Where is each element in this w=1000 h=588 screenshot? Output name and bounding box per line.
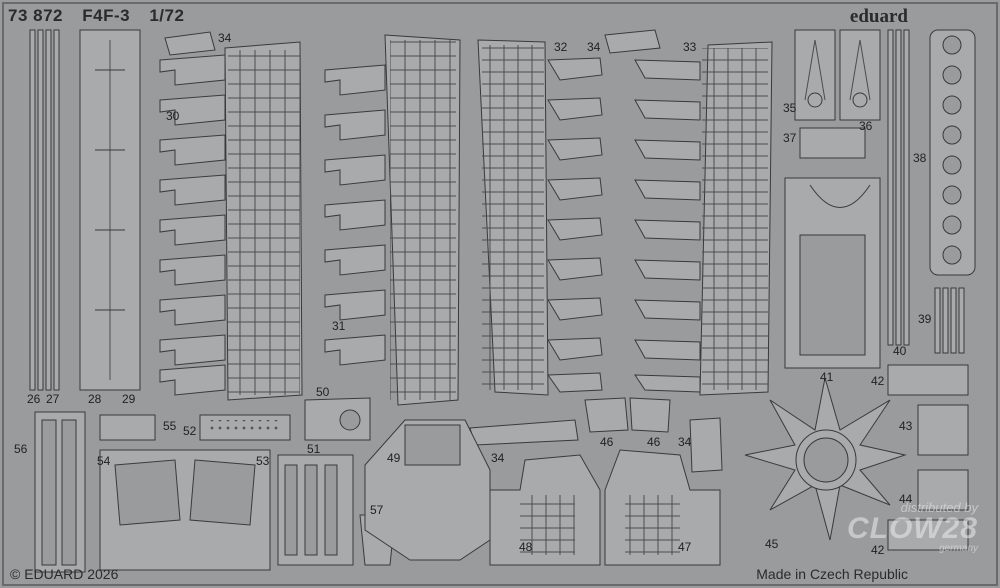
part-number: 45 xyxy=(765,537,779,551)
part-49 xyxy=(364,419,491,561)
part-number: 51 xyxy=(307,442,321,456)
part-number: 53 xyxy=(256,454,270,468)
copyright-text: © EDUARD 2026 xyxy=(10,566,119,582)
distributor-watermark: distributed by CLOW28 germany xyxy=(828,501,978,554)
part-number: 34 xyxy=(218,31,232,45)
part-number: 34 xyxy=(587,40,601,54)
part-number: 36 xyxy=(859,119,873,133)
part-number: 37 xyxy=(783,131,797,145)
part-number: 46 xyxy=(600,435,614,449)
part-32-wing-panel xyxy=(477,39,603,396)
part-48 xyxy=(489,454,601,566)
part-number: 30 xyxy=(166,109,180,123)
part-number: 50 xyxy=(316,385,330,399)
part-50 xyxy=(304,397,371,441)
part-number: 47 xyxy=(678,540,692,554)
part-number: 28 xyxy=(88,392,102,406)
part-number: 52 xyxy=(183,424,197,438)
part-number: 38 xyxy=(913,151,927,165)
part-number: 34 xyxy=(491,451,505,465)
part-55 xyxy=(99,414,156,441)
model-name: F4F-3 xyxy=(82,6,131,25)
origin-text: Made in Czech Republic xyxy=(756,566,908,582)
part-number: 57 xyxy=(370,503,384,517)
part-41-frame xyxy=(784,177,881,369)
part-33-wing-panel xyxy=(634,41,773,396)
part-number: 46 xyxy=(647,435,661,449)
part-number: 34 xyxy=(678,435,692,449)
part-39-strips xyxy=(934,287,965,354)
part-26-27-strips xyxy=(29,29,60,391)
part-number: 27 xyxy=(46,392,60,406)
part-number: 49 xyxy=(387,451,401,465)
part-35-36-belts xyxy=(794,29,881,121)
part-number: 32 xyxy=(554,40,568,54)
part-number: 35 xyxy=(783,101,797,115)
part-number: 33 xyxy=(683,40,697,54)
part-28-29-strips xyxy=(79,29,141,391)
part-number: 44 xyxy=(899,492,913,506)
part-number: 56 xyxy=(14,442,28,456)
part-38-rings xyxy=(929,29,976,276)
set-number: 73 872 xyxy=(8,6,63,25)
part-number: 31 xyxy=(332,319,346,333)
part-number: 55 xyxy=(163,419,177,433)
part-number: 26 xyxy=(27,392,41,406)
part-number: 42 xyxy=(871,374,885,388)
brand-logo: eduard xyxy=(849,6,908,27)
part-number: 40 xyxy=(893,344,907,358)
scale-label: 1/72 xyxy=(149,6,185,25)
part-30-flap xyxy=(159,41,303,401)
part-46 xyxy=(584,397,671,433)
watermark-line3: germany xyxy=(939,543,978,554)
part-37 xyxy=(799,127,866,159)
part-40-strips xyxy=(887,29,910,346)
part-47 xyxy=(604,449,721,566)
part-51 xyxy=(277,454,354,566)
part-34-small-parts xyxy=(164,29,723,473)
part-56 xyxy=(34,411,86,573)
part-number: 29 xyxy=(122,392,136,406)
part-number: 54 xyxy=(97,454,111,468)
part-number: 43 xyxy=(899,419,913,433)
watermark-line1: distributed by xyxy=(900,500,978,515)
part-number: 48 xyxy=(519,540,533,554)
part-31-flap xyxy=(324,34,461,406)
part-number: 42 xyxy=(871,543,885,557)
part-52 xyxy=(199,414,291,441)
part-number: 41 xyxy=(820,370,834,384)
part-53-54-panel xyxy=(99,449,271,571)
part-45-engine xyxy=(744,377,907,541)
watermark-line2: CLOW28 xyxy=(846,512,978,545)
part-42-43-44 xyxy=(887,364,969,551)
fret-header: 73 872 F4F-3 1/72 xyxy=(8,6,198,26)
part-number: 39 xyxy=(918,312,932,326)
